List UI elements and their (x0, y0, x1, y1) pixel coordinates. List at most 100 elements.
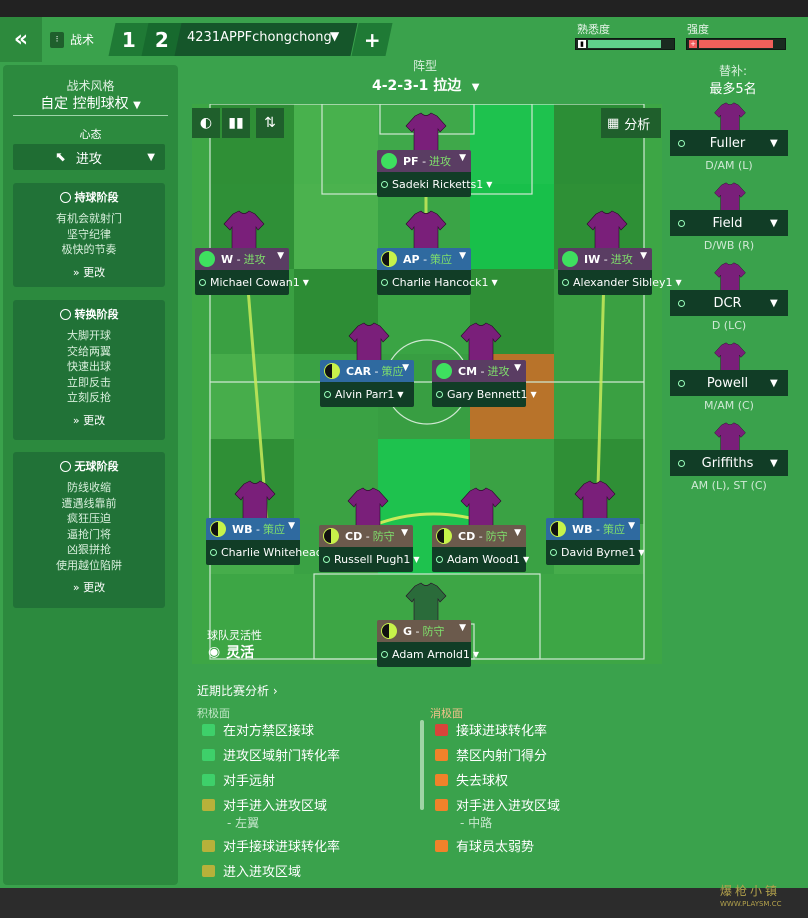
shirt-icon (405, 582, 447, 627)
player-select[interactable]: Sadeki Ricketts1 ▼ (377, 172, 492, 197)
person-icon (210, 549, 217, 556)
chevron-down-icon: ▼ (522, 555, 530, 564)
subs-max: 最多5名 (709, 82, 757, 97)
target-icon: ◉ (208, 644, 221, 660)
role-select[interactable]: PF - 进攻 ▼ (377, 150, 471, 172)
duty-circle-icon (381, 623, 397, 639)
formation-select[interactable]: 4-2-3-1 拉边 ▼ (372, 78, 480, 94)
role-select[interactable]: CAR - 策应 ▼ (320, 360, 414, 382)
role-code: PF (403, 154, 419, 168)
chevron-down-icon: ▼ (401, 528, 408, 538)
stats-button[interactable]: ▮▮ (222, 108, 250, 138)
change-button[interactable]: » 更改 (72, 413, 106, 427)
familiarity-meter[interactable]: ▮ (575, 38, 675, 50)
chevron-down-icon: ▼ (638, 548, 645, 557)
role-separator: - (418, 154, 427, 168)
role-select[interactable]: WB - 策应 ▼ (546, 518, 640, 540)
in-possession-phase: 持球阶段 有机会就射门 坚守纪律 极快的节奏 » 更改 (13, 183, 165, 287)
thumbs-down-icon (435, 723, 448, 736)
person-icon (381, 651, 388, 658)
role-select[interactable]: CD - 防守 ▼ (432, 525, 526, 547)
duty-circle-icon (381, 153, 397, 169)
sub-select[interactable]: Griffiths ▼ (670, 450, 788, 476)
role-select[interactable]: G - 防守 ▼ (377, 620, 471, 642)
player-name: Charlie Whitehead1 (221, 546, 330, 559)
role-select[interactable]: IW - 进攻 ▼ (558, 248, 652, 270)
intensity-meter[interactable]: + (686, 38, 786, 50)
person-icon (436, 556, 443, 563)
positive-item: 进攻区域射门转化率 (202, 745, 340, 764)
sub-select[interactable]: DCR ▼ (670, 290, 788, 316)
player-select[interactable]: Gary Bennett1 ▼ (432, 382, 537, 407)
chevron-down-icon: ▼ (770, 217, 778, 229)
role-select[interactable]: AP - 策应 ▼ (377, 248, 471, 270)
intensity-icon: + (689, 40, 697, 48)
role-select[interactable]: CM - 进攻 ▼ (432, 360, 526, 382)
top-bar: « ⁝ 战术 1 2 4231APPFchongchong ▼ + 熟悉度 ▮ … (0, 17, 808, 62)
player-select[interactable]: Adam Arnold1 ▼ (377, 642, 479, 667)
phase-item: 立刻反抢 (67, 391, 111, 404)
player-select[interactable]: Alexander Sibley1 ▼ (558, 270, 682, 295)
role-code: AP (403, 252, 420, 266)
sub-name: Fuller (709, 135, 746, 151)
duty-circle-icon (562, 251, 578, 267)
person-icon (550, 549, 557, 556)
chevron-down-icon: ▼ (486, 180, 493, 189)
analyse-button[interactable]: ▦分析 (601, 108, 661, 138)
sub-select[interactable]: Fuller ▼ (670, 130, 788, 156)
familiarity-icon: ▮ (578, 40, 586, 48)
duty-label: 进攻 (243, 253, 266, 266)
role-select[interactable]: W - 进攻 ▼ (195, 248, 289, 270)
role-separator: - (371, 364, 379, 378)
intensity-label: 强度 (687, 23, 709, 36)
player-name: Russell Pugh1 (334, 553, 411, 566)
positive-label: 积极面 (197, 707, 230, 720)
player-select[interactable]: Charlie Whitehead1 ▼ (206, 540, 339, 565)
sub-select[interactable]: Powell ▼ (670, 370, 788, 396)
sub-select[interactable]: Field ▼ (670, 210, 788, 236)
transition-phase: 转换阶段 大脚开球 交给两翼 快速出球 立即反击 立刻反抢 » 更改 (13, 300, 165, 440)
person-icon (324, 391, 331, 398)
change-button[interactable]: » 更改 (72, 581, 106, 594)
shirt-icon (348, 322, 390, 367)
analysis-divider (420, 720, 424, 810)
window-strip (0, 0, 808, 17)
tactics-tab[interactable]: ⁝ 战术 (50, 23, 110, 56)
duty-circle-icon (323, 528, 339, 544)
player-select[interactable]: David Byrne1 ▼ (546, 540, 645, 565)
negative-item: 对手进入进攻区域 (435, 795, 560, 814)
updown-icon: ⇅ (264, 115, 276, 131)
mentality-select[interactable]: ⬉ 进攻 ▼ (13, 144, 165, 170)
add-tactic-button[interactable]: + (351, 23, 393, 56)
fluidity-value: ◉灵活 (208, 644, 255, 661)
player-select[interactable]: Adam Wood1 ▼ (432, 547, 530, 572)
role-separator: - (600, 252, 608, 266)
chevron-down-icon: ▼ (288, 521, 295, 531)
chevron-down-icon: ▼ (472, 650, 480, 659)
shirt-icon (586, 210, 628, 255)
arrows-button[interactable]: ⇅ (256, 108, 284, 138)
role-select[interactable]: CD - 防守 ▼ (319, 525, 413, 547)
positive-item-detail: - 左翼 (227, 816, 260, 830)
person-icon (678, 459, 685, 467)
player-select[interactable]: Alvin Parr1 ▼ (320, 382, 414, 407)
sub-position: D/WB (R) (703, 239, 755, 252)
player-name: Charlie Hancock1 (392, 276, 489, 289)
attack-arrow-icon: ⬉ (55, 149, 66, 165)
style-select[interactable]: 自定 控制球权 ▼ (40, 96, 141, 112)
phase-item: 有机会就射门 (56, 212, 122, 225)
player-select[interactable]: Michael Cowan1 ▼ (195, 270, 309, 295)
person-icon (436, 391, 443, 398)
player-select[interactable]: Russell Pugh1 ▼ (319, 547, 419, 572)
role-code: CD (345, 529, 363, 543)
phase-item: 大脚开球 (67, 329, 111, 342)
change-button[interactable]: » 更改 (72, 265, 106, 279)
duty-circle-icon (436, 528, 452, 544)
analysis-title[interactable]: 近期比赛分析 › (197, 684, 278, 698)
view-toggle-button[interactable]: ◐ (192, 108, 220, 138)
role-select[interactable]: WB - 策应 ▼ (206, 518, 300, 540)
back-button[interactable]: « (0, 17, 42, 62)
chevron-down-icon: ▼ (147, 151, 155, 163)
positive-item: 在对方禁区接球 (202, 720, 314, 739)
player-select[interactable]: Charlie Hancock1 ▼ (377, 270, 498, 295)
